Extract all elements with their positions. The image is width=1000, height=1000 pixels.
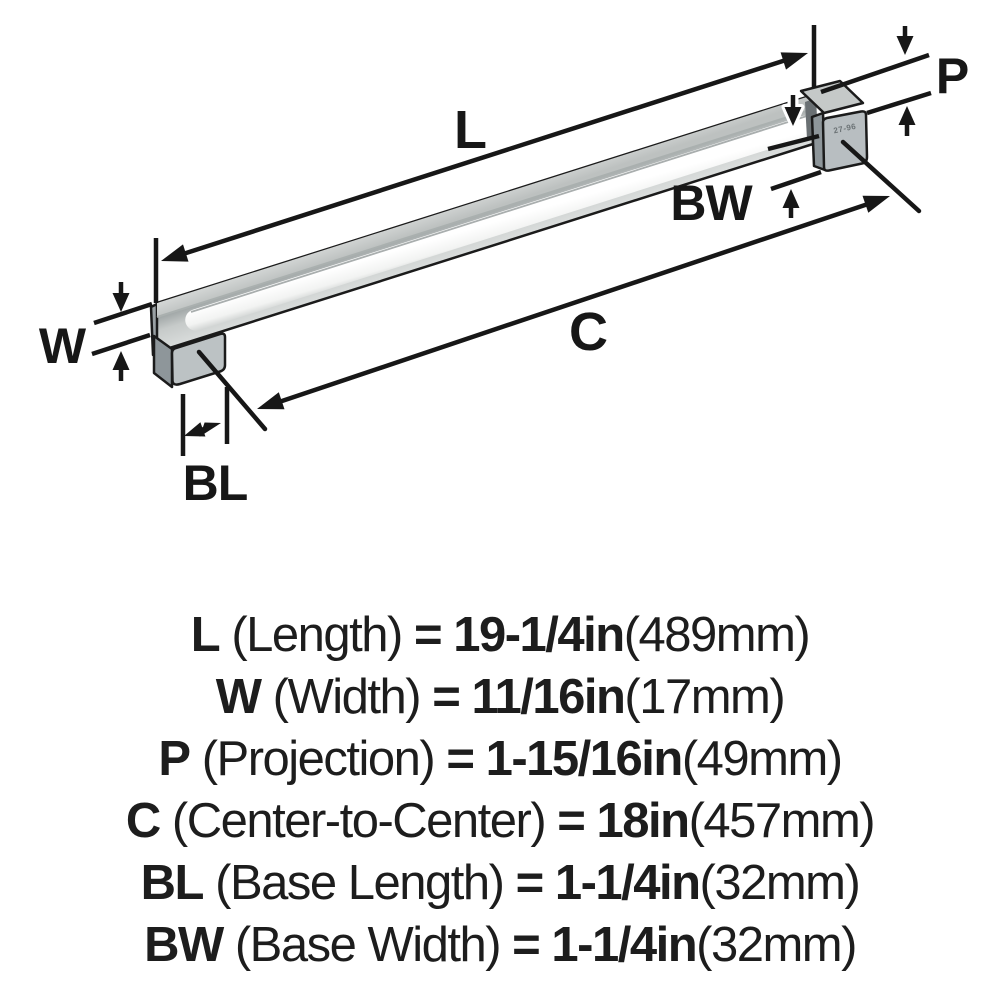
bar-channel	[185, 115, 816, 331]
dim-BL	[180, 387, 230, 456]
dim-BL-arrow-right	[199, 422, 221, 437]
left-foot	[152, 332, 227, 389]
dim-W	[91, 282, 153, 381]
bar-top-face	[157, 95, 813, 317]
dim-P	[820, 26, 932, 136]
label-P: P	[936, 48, 968, 104]
legend-metric: (32mm)	[696, 918, 857, 972]
legend-row-width: W (Width) = 11/16in(17mm)	[0, 666, 1000, 728]
legend-name: (Base Width)	[234, 918, 502, 972]
dim-C-leader-left	[196, 349, 268, 432]
dim-P-arrow-down-head	[896, 36, 914, 55]
dim-L-line	[182, 57, 787, 257]
legend-imperial: 1-1/4in	[551, 918, 697, 972]
legend-imperial: 1-15/16in	[485, 732, 684, 786]
dim-L-arrow-right	[780, 52, 808, 70]
dim-W-ref-bottom	[91, 332, 151, 357]
dimension-legend: L (Length) = 19-1/4in(489mm) W (Width) =…	[0, 604, 1000, 976]
dim-BW-ref-bottom	[770, 169, 822, 192]
legend-equals: =	[413, 608, 443, 662]
legend-symbol: P	[158, 732, 191, 786]
legend-equals: =	[446, 732, 475, 786]
bar-channel-top-edge	[190, 115, 808, 313]
diagram-canvas: 27-96 L C W	[39, 25, 969, 511]
bar-top-front-edge	[156, 108, 814, 318]
legend-row-center-to-center: C (Center-to-Center) = 18in(457mm)	[0, 790, 1000, 852]
legend-equals: =	[432, 670, 461, 724]
legend-row-projection: P (Projection) = 1-15/16in(49mm)	[0, 728, 1000, 790]
legend-imperial: 11/16in	[471, 670, 625, 724]
dim-C-leader-right	[840, 139, 922, 214]
legend-imperial: 18in	[596, 794, 691, 848]
dim-P-arrow-up-head	[898, 106, 916, 125]
dim-C	[196, 139, 922, 432]
left-foot-front-face	[170, 332, 227, 386]
label-BL: BL	[183, 455, 248, 511]
legend-row-length: L (Length) = 19-1/4in(489mm)	[0, 604, 1000, 666]
dim-W-arrow-up-head	[112, 351, 130, 370]
legend-name: (Base Length)	[215, 856, 505, 910]
dim-C-arrow-right	[862, 195, 890, 213]
legend-symbol: W	[215, 670, 262, 724]
label-L: L	[454, 100, 486, 160]
legend-metric: (457mm)	[688, 794, 876, 848]
legend-metric: (49mm)	[681, 732, 843, 786]
legend-row-base-length: BL (Base Length) = 1-1/4in(32mm)	[0, 852, 1000, 914]
handle-bar	[149, 93, 816, 357]
legend-name: (Center-to-Center)	[171, 794, 547, 848]
dim-C-arrow-left	[257, 392, 285, 410]
legend-imperial: 19-1/4in	[453, 608, 625, 662]
legend-row-base-width: BW (Base Width) = 1-1/4in(32mm)	[0, 914, 1000, 976]
dim-BL-arrow-left	[184, 422, 206, 437]
label-W: W	[39, 318, 87, 374]
legend-symbol: BW	[144, 918, 224, 972]
dim-C-line	[276, 201, 871, 405]
dim-L-arrow-left	[161, 244, 189, 262]
legend-equals: =	[557, 794, 586, 848]
legend-symbol: BL	[140, 856, 205, 910]
legend-metric: (489mm)	[623, 608, 811, 662]
dim-BW-arrow-down-head	[784, 107, 802, 126]
legend-equals: =	[515, 856, 545, 910]
legend-symbol: C	[125, 794, 161, 848]
label-C: C	[569, 302, 607, 362]
legend-metric: (17mm)	[624, 670, 785, 724]
left-foot-side-face	[152, 334, 174, 389]
legend-symbol: L	[190, 608, 221, 662]
legend-name: (Length)	[231, 608, 403, 662]
dim-BW	[767, 133, 822, 218]
legend-metric: (32mm)	[699, 856, 861, 910]
right-base-top-face	[799, 79, 865, 115]
legend-name: (Projection)	[201, 732, 436, 786]
dim-W-arrow-down-head	[112, 293, 130, 312]
legend-equals: =	[512, 918, 541, 972]
legend-imperial: 1-1/4in	[554, 856, 701, 910]
dim-W-ref-top	[93, 301, 153, 326]
dim-L	[153, 25, 817, 303]
legend-name: (Width)	[272, 670, 422, 724]
dim-BW-arrow-down	[781, 93, 805, 129]
label-BW: BW	[670, 175, 753, 231]
dim-BW-ref-top	[767, 133, 820, 152]
dim-P-ref-top	[820, 52, 930, 95]
dim-P-ref-bottom	[866, 90, 932, 116]
dim-BW-arrow-up-head	[782, 189, 800, 208]
